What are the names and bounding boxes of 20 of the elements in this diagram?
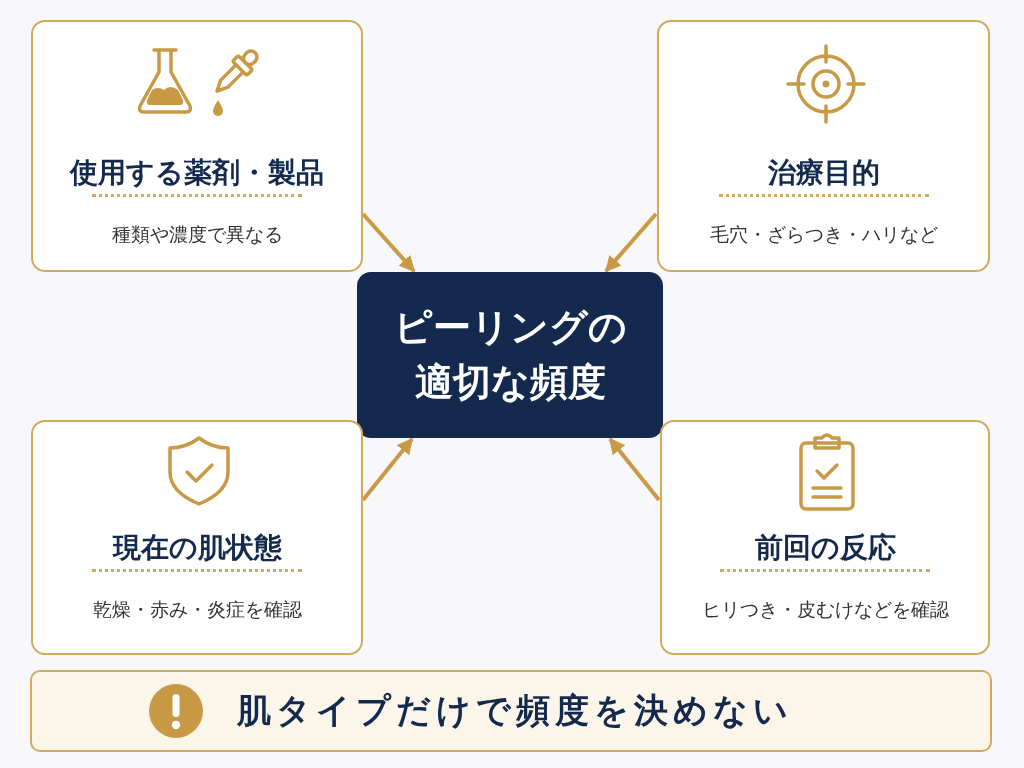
card-title: 使用する薬剤・製品 — [70, 155, 324, 191]
card-title: 治療目的 — [767, 155, 880, 191]
factor-card — [31, 420, 363, 655]
arrow — [361, 437, 414, 502]
card-description: 乾燥・赤み・炎症を確認 — [92, 597, 302, 622]
card-title: 前回の反応 — [754, 530, 896, 566]
factor-card — [657, 20, 990, 272]
arrow — [604, 212, 658, 273]
factor-card — [660, 420, 990, 655]
arrow — [608, 437, 661, 502]
card-description: 種類や濃度で異なる — [111, 222, 283, 247]
card-description: 毛穴・ざらつき・ハリなど — [709, 222, 938, 247]
card-description: ヒリつき・皮むけなどを確認 — [701, 597, 949, 622]
factor-card — [31, 20, 363, 272]
note-text: 肌タイプだけで頻度を決めない — [237, 689, 793, 732]
note-banner — [30, 670, 992, 752]
card-title: 現在の肌状態 — [112, 530, 282, 566]
arrow — [361, 212, 416, 273]
center-title: ピーリングの適切な頻度 — [392, 303, 628, 406]
center-box — [357, 272, 663, 438]
